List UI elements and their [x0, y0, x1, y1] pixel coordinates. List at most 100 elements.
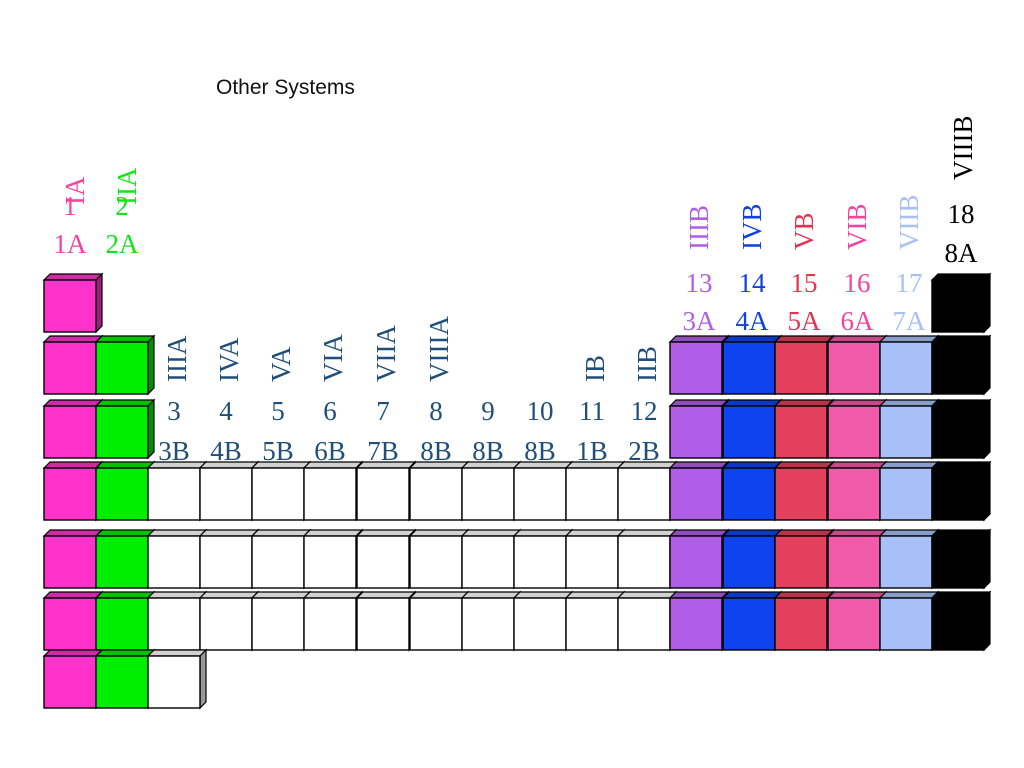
- group-alt-label: 1A: [54, 229, 88, 259]
- element-cell: [930, 590, 992, 652]
- element-cell: [198, 528, 260, 590]
- element-cell: [878, 334, 940, 396]
- element-cell: [878, 460, 940, 522]
- element-cell: [668, 528, 730, 590]
- group-roman-label: IB: [580, 355, 610, 382]
- group-roman-label: IA: [60, 176, 90, 205]
- element-cell: [721, 590, 783, 652]
- group-roman-label: VB: [789, 212, 819, 250]
- group-number-label: 17: [896, 268, 923, 298]
- element-cell: [930, 272, 992, 334]
- element-cell: [302, 460, 364, 522]
- element-cell: [42, 590, 104, 652]
- group-roman-label: VIIIA: [424, 316, 454, 382]
- element-cell: [930, 398, 992, 460]
- element-cell: [773, 528, 835, 590]
- group-alt-label: 8A: [945, 238, 979, 268]
- element-cell: [512, 528, 574, 590]
- element-cell: [878, 528, 940, 590]
- element-cell: [408, 528, 470, 590]
- element-cell: [460, 590, 522, 652]
- element-cell: [773, 334, 835, 396]
- element-cell: [250, 590, 312, 652]
- element-cell: [721, 398, 783, 460]
- group-alt-label: 7B: [367, 436, 399, 466]
- group-alt-label: 3B: [158, 436, 190, 466]
- element-cell: [930, 460, 992, 522]
- group-alt-label: 3A: [683, 306, 717, 336]
- element-cell: [146, 590, 208, 652]
- element-cell: [250, 528, 312, 590]
- element-cell: [773, 398, 835, 460]
- element-cell: [721, 460, 783, 522]
- group-alt-label: 6A: [841, 306, 875, 336]
- element-cell: [460, 528, 522, 590]
- element-cell: [826, 460, 888, 522]
- group-alt-label: 8B: [524, 436, 556, 466]
- element-cell: [42, 648, 104, 710]
- element-cell: [826, 398, 888, 460]
- group-labels: IA11AIIA22AIIIA33BIVA44BVA55BVIA66BVIIA7…: [54, 116, 979, 466]
- group-roman-label: VIA: [318, 334, 348, 382]
- element-cell: [668, 398, 730, 460]
- slide-title: Other Systems: [216, 76, 355, 99]
- element-cell: [94, 528, 156, 590]
- element-cell: [198, 590, 260, 652]
- element-cell: [42, 528, 104, 590]
- group-number-label: 13: [686, 268, 713, 298]
- element-cell: [878, 398, 940, 460]
- group-number-label: 2: [115, 191, 129, 221]
- element-cell: [826, 528, 888, 590]
- group-alt-label: 6B: [314, 436, 346, 466]
- element-cell: [94, 648, 156, 710]
- periodic-table-cells: [42, 272, 992, 710]
- element-cell: [146, 528, 208, 590]
- element-cell: [564, 460, 626, 522]
- element-cell: [512, 460, 574, 522]
- element-cell: [564, 590, 626, 652]
- element-cell: [302, 590, 364, 652]
- element-cell: [146, 648, 208, 710]
- element-cell: [94, 334, 156, 396]
- element-cell: [721, 334, 783, 396]
- group-roman-label: VIIA: [371, 325, 401, 382]
- group-alt-label: 5A: [788, 306, 822, 336]
- group-roman-label: VIIB: [894, 195, 924, 251]
- group-alt-label: 4A: [736, 306, 770, 336]
- group-number-label: 7: [376, 396, 390, 426]
- element-cell: [94, 460, 156, 522]
- element-cell: [42, 334, 104, 396]
- group-roman-label: VIIIB: [948, 116, 978, 180]
- group-roman-label: IIIA: [162, 335, 192, 382]
- group-alt-label: 5B: [262, 436, 294, 466]
- element-cell: [355, 528, 417, 590]
- element-cell: [94, 398, 156, 460]
- group-roman-label: IVA: [214, 337, 244, 382]
- group-number-label: 1: [63, 191, 77, 221]
- group-alt-label: 2A: [106, 229, 140, 259]
- element-cell: [250, 460, 312, 522]
- element-cell: [198, 460, 260, 522]
- element-cell: [721, 528, 783, 590]
- element-cell: [826, 590, 888, 652]
- element-cell: [94, 590, 156, 652]
- group-number-label: 11: [579, 396, 605, 426]
- element-cell: [460, 460, 522, 522]
- element-cell: [42, 460, 104, 522]
- group-alt-label: 2B: [628, 436, 660, 466]
- group-alt-label: 8B: [420, 436, 452, 466]
- group-roman-label: VIB: [842, 204, 872, 251]
- group-number-label: 5: [271, 396, 285, 426]
- element-cell: [512, 590, 574, 652]
- element-cell: [355, 460, 417, 522]
- element-cell: [616, 590, 678, 652]
- group-roman-label: IIA: [112, 167, 142, 205]
- element-cell: [668, 334, 730, 396]
- group-roman-label: IIIB: [684, 205, 714, 250]
- element-cell: [42, 398, 104, 460]
- group-number-label: 3: [167, 396, 181, 426]
- group-roman-label: IVB: [737, 204, 767, 251]
- element-cell: [773, 590, 835, 652]
